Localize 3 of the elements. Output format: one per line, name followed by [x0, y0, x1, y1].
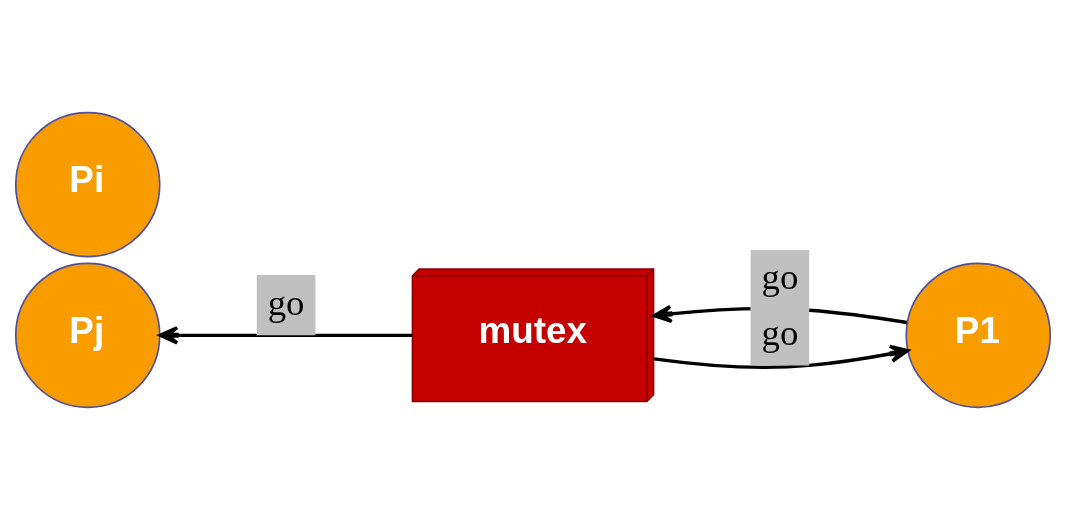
- edge-label: go: [761, 255, 799, 297]
- edge-label: go: [267, 281, 305, 323]
- edge-label: go: [761, 311, 799, 353]
